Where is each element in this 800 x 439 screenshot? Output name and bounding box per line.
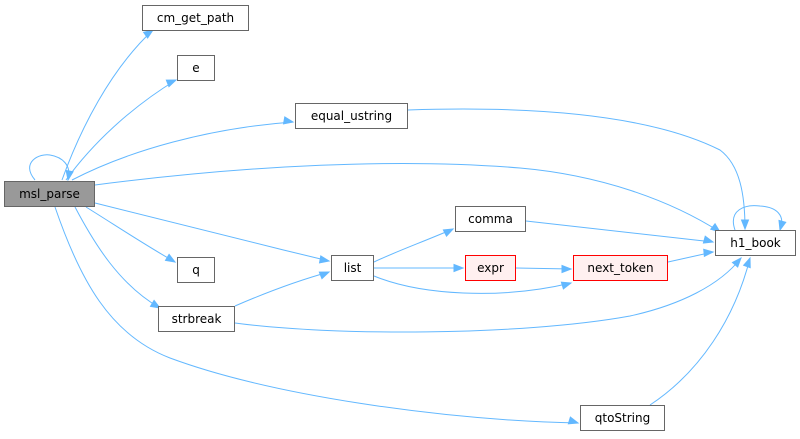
node-list-label: list [343,261,362,275]
node-comma[interactable]: comma [455,206,526,232]
edge-h1-book-self [732,205,783,231]
edge-list-next-token [373,275,572,294]
edge-msl-parse-strbreak [74,206,161,309]
edge-msl-parse-e [65,79,177,181]
edge-msl-parse-qtostring [54,206,579,424]
edge-msl-parse-self [29,154,70,181]
node-e[interactable]: e [177,55,215,81]
edge-msl-parse-h1-book [94,162,721,233]
node-expr[interactable]: expr [465,255,516,281]
node-strbreak[interactable]: strbreak [158,306,235,332]
edge-strbreak-h1-book-arrowhead [731,256,742,268]
edge-strbreak-list [234,271,330,307]
node-list[interactable]: list [331,255,374,281]
node-msl-parse-label: msl_parse [19,187,80,201]
edge-expr-next-token-arrowhead [561,264,573,274]
edge-strbreak-list-arrowhead [318,271,331,280]
node-cm-get-path-label: cm_get_path [156,11,235,25]
edge-list-expr-arrowhead [453,263,465,273]
node-equal-ustring[interactable]: equal_ustring [295,103,408,129]
edge-msl-parse-q [85,206,176,263]
edge-msl-parse-qtostring-arrowhead [567,416,580,425]
node-e-label: e [192,61,200,75]
edge-msl-parse-self-arrowhead [65,169,74,182]
edge-msl-parse-list-arrowhead [318,255,331,264]
edge-msl-parse-strbreak-arrowhead [149,299,162,309]
edge-qtostring-h1-book-arrowhead [742,256,751,269]
edge-list-comma [373,228,454,263]
node-h1-book[interactable]: h1_book [715,230,796,256]
node-expr-label: expr [477,261,504,275]
node-qtostring-label: qtoString [594,411,651,425]
node-msl-parse: msl_parse [4,181,95,207]
edge-msl-parse-equal-ustring-arrowhead [282,116,295,125]
node-strbreak-label: strbreak [171,312,222,326]
edge-equal-ustring-h1-book-arrowhead [740,219,750,231]
edge-list-next-token-arrowhead [560,281,573,290]
edge-msl-parse-e-arrowhead [165,79,178,88]
edge-comma-h1-book [525,220,714,243]
node-equal-ustring-label: equal_ustring [310,109,393,123]
node-comma-label: comma [468,212,513,226]
edge-comma-h1-book-arrowhead [702,235,715,244]
edge-qtostring-h1-book [649,257,751,406]
node-next-token-label: next_token [587,261,654,275]
node-cm-get-path[interactable]: cm_get_path [142,5,249,31]
edge-msl-parse-cm-get-path-arrowhead [142,29,155,39]
edge-msl-parse-equal-ustring [71,121,294,181]
edge-h1-book-self-arrowhead [778,219,787,232]
node-h1-book-label: h1_book [730,236,781,250]
edge-msl-parse-list [94,202,330,262]
node-q[interactable]: q [177,257,215,283]
edge-msl-parse-q-arrowhead [164,253,177,263]
edge-next-token-h1-book-arrowhead [703,248,715,258]
edge-strbreak-h1-book [234,257,742,333]
edge-msl-parse-cm-get-path [61,29,154,181]
node-qtostring[interactable]: qtoString [580,405,665,431]
edge-list-comma-arrowhead [442,228,455,238]
edge-equal-ustring-h1-book [407,108,746,230]
node-next-token[interactable]: next_token [573,255,668,281]
node-q-label: q [192,263,200,277]
